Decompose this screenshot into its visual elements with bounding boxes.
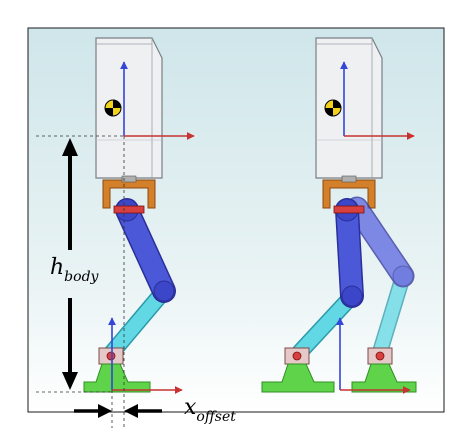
body-height-label: hbody: [50, 255, 100, 285]
right-body-box: [315, 37, 383, 179]
right-robot: [261, 37, 417, 394]
body-height-dimension: [62, 138, 78, 390]
center-of-mass-icon: [104, 99, 122, 117]
right-foot-2: [351, 363, 417, 393]
left-hip-bracket: [102, 179, 156, 209]
left-robot: [83, 37, 195, 394]
offset-dimension: [74, 404, 162, 418]
left-body-box: [95, 37, 163, 179]
center-of-mass-icon: [324, 99, 342, 117]
right-back-leg: [345, 196, 415, 360]
right-hip-bracket: [322, 179, 376, 209]
left-foot: [83, 363, 151, 393]
offset-label: xoffset: [184, 395, 236, 425]
right-foot-1: [261, 363, 335, 393]
